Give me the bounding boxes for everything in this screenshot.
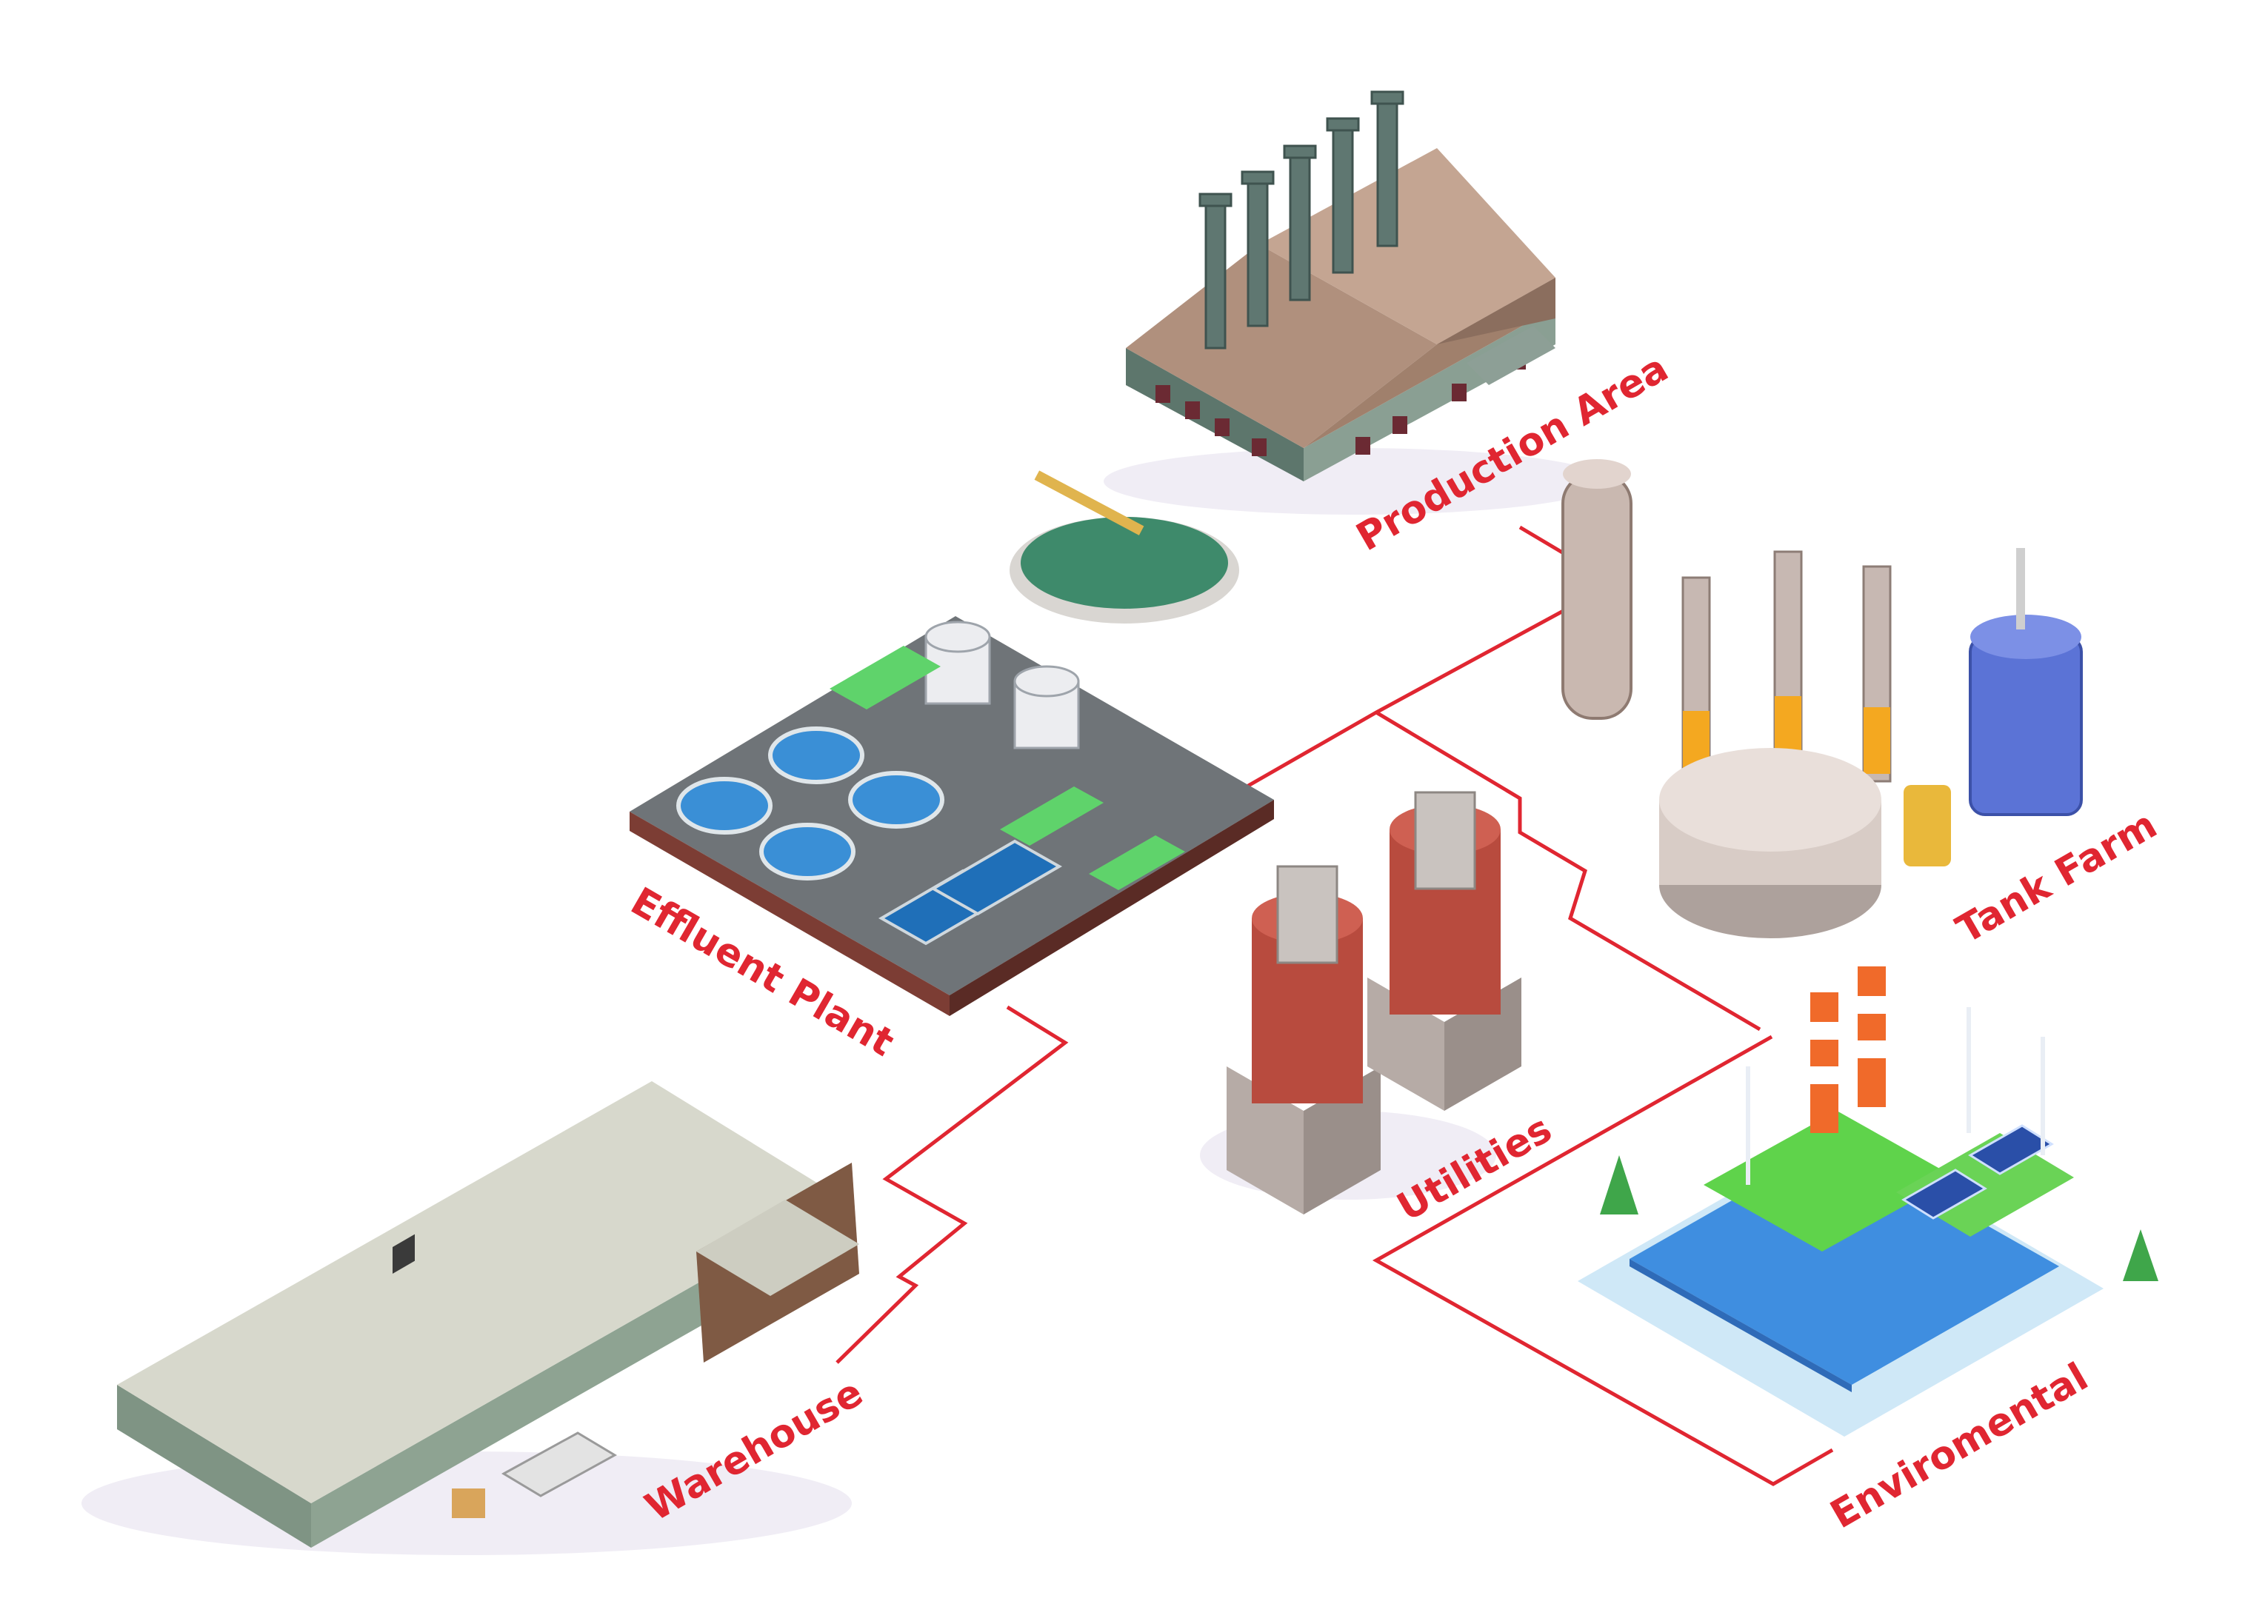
effluent-plant-group [630, 616, 1274, 1016]
connector-environmental [1372, 1035, 1834, 1486]
utilities-cooling-towers [1200, 791, 1521, 1214]
smokestacks [1198, 90, 1404, 350]
connector-effluent [836, 1005, 1069, 1364]
tank-farm-group [1561, 459, 2083, 938]
production-area-building [1104, 90, 1607, 515]
clarifier-tank [1010, 470, 1239, 624]
label-tank-farm: Tank Farm [1950, 803, 2165, 952]
environmental-green-factory [1578, 966, 2158, 1437]
connector-production [1233, 525, 1570, 796]
warehouse-building [81, 1081, 859, 1555]
connector-tank-farm [1375, 710, 1761, 1032]
